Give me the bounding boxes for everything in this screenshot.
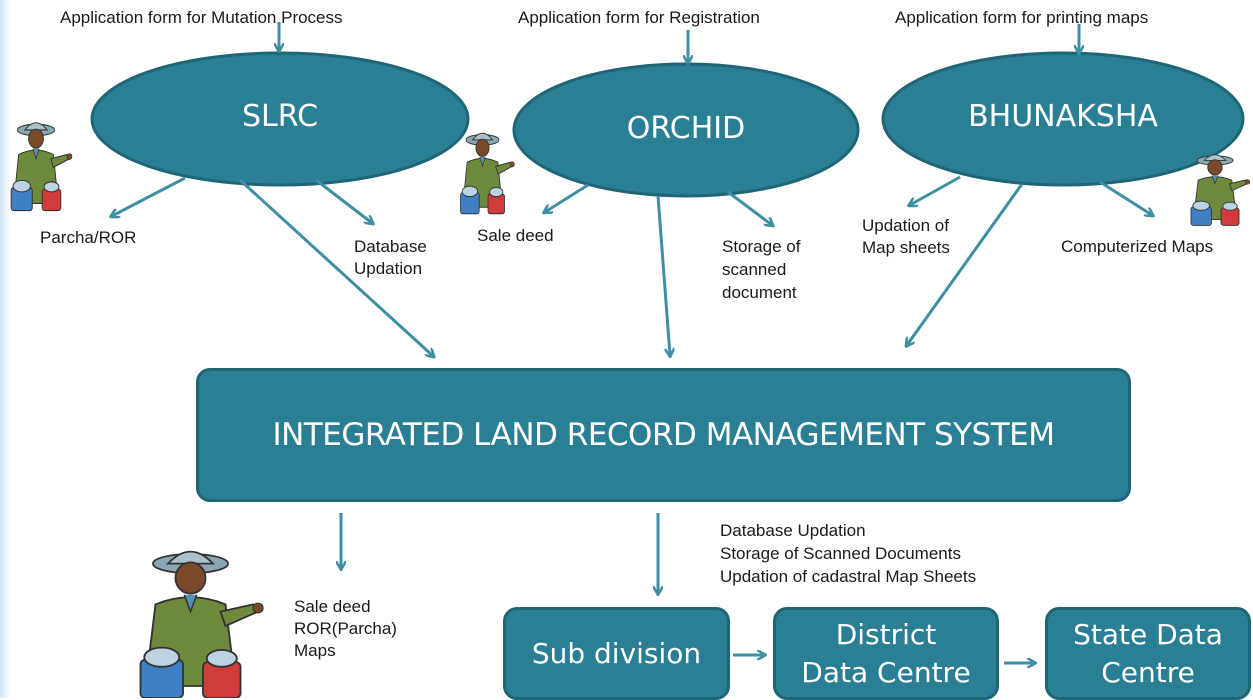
parcha-ror-label: Parcha/ROR: [40, 228, 137, 247]
input-mutation-label: Application form for Mutation Process: [60, 8, 343, 27]
sale-deed-label: Sale deed: [477, 226, 554, 245]
input-registration-label: Application form for Registration: [518, 8, 760, 27]
database-updation-label: Database Updation: [354, 237, 427, 278]
bhunaksha-oval: [881, 51, 1245, 187]
input-maps-label: Application form for printing maps: [895, 8, 1149, 27]
arrow-slrc-to-parcha: [112, 176, 186, 216]
arrow-slrc-to-db-updation: [315, 178, 372, 223]
surveyor-figure-icon: [1190, 154, 1251, 226]
surveyor-figure-icon: [10, 122, 73, 212]
storage-scanned-label: Storage of scanned document: [722, 237, 801, 302]
orchid-label: ORCHID: [626, 111, 746, 146]
left-edge-gradient: [0, 0, 10, 698]
computerized-maps-label: Computerized Maps: [1061, 237, 1214, 256]
arrow-orchid-to-ilrms: [656, 195, 670, 355]
bhunaksha-label: BHUNAKSHA: [968, 99, 1158, 134]
district-data-centre-box: District Data Centre: [773, 607, 999, 700]
state-data-centre-box: State Data Centre: [1045, 607, 1251, 700]
arrow-bhunaksha-to-map-sheets: [910, 175, 961, 205]
arrow-orchid-to-sale-deed: [545, 183, 589, 212]
arrow-slrc-to-ilrms: [238, 178, 433, 356]
citizen-outputs-label: Sale deed ROR(Parcha) Maps: [294, 597, 397, 660]
updation-map-sheets-label: Updation of Map sheets: [862, 216, 950, 257]
arrow-bhunaksha-to-ilrms: [907, 183, 1024, 345]
arrow-orchid-to-storage: [727, 190, 772, 225]
sub-division-box: Sub division: [503, 607, 730, 700]
ilrms-box: INTEGRATED LAND RECORD MANAGEMENT SYSTEM: [196, 368, 1131, 502]
surveyor-figure-icon: [460, 132, 515, 215]
slrc-label: SLRC: [241, 99, 319, 134]
slrc-oval: [90, 51, 470, 187]
surveyor-figure-icon: [139, 550, 264, 698]
flow-outputs-label: Database Updation Storage of Scanned Doc…: [720, 521, 977, 586]
arrow-bhunaksha-to-computerized: [1099, 180, 1152, 215]
